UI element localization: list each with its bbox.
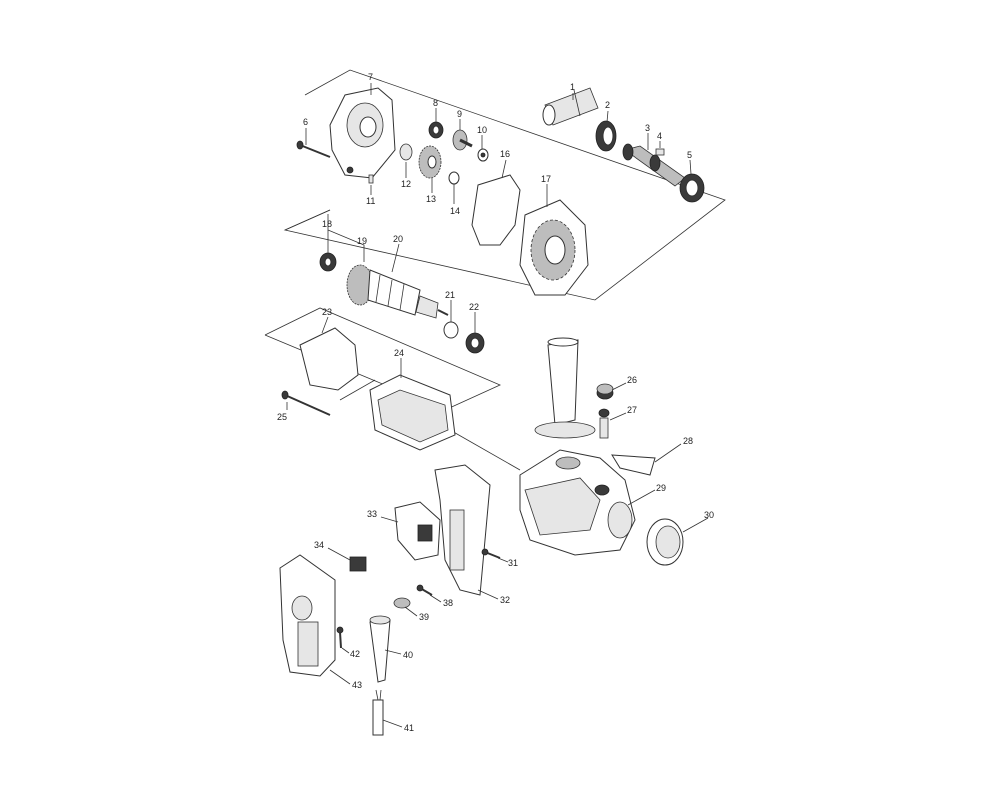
part-bearing-5: [679, 173, 705, 203]
part-key: [655, 148, 665, 156]
label-26: 26: [627, 375, 637, 385]
label-43: 43: [352, 680, 362, 690]
label-42: 42: [350, 649, 360, 659]
part-bearing-12: [399, 143, 413, 161]
label-38: 38: [443, 598, 453, 608]
label-19: 19: [357, 236, 367, 246]
label-41: 41: [404, 723, 414, 733]
part-screw-6: [296, 140, 331, 158]
label-32: 32: [500, 595, 510, 605]
label-12: 12: [401, 179, 411, 189]
label-2: 2: [605, 100, 610, 110]
part-motor-housing: [519, 449, 636, 556]
label-24: 24: [394, 348, 404, 358]
label-33: 33: [367, 509, 377, 519]
part-baffle-plate: [299, 327, 359, 391]
part-washer-21: [443, 321, 459, 339]
label-5: 5: [687, 150, 692, 160]
label-39: 39: [419, 612, 429, 622]
part-gasket: [471, 174, 521, 246]
label-9: 9: [457, 109, 462, 119]
label-22: 22: [469, 302, 479, 312]
part-switch: [394, 501, 441, 561]
part-washer-10: [477, 148, 489, 162]
part-cord-guard: [369, 615, 391, 683]
part-rear-cover: [646, 518, 684, 566]
part-brush-cap: [596, 383, 614, 400]
label-34: 34: [314, 540, 324, 550]
label-8: 8: [433, 98, 438, 108]
part-bearing-22: [465, 332, 485, 354]
label-18: 18: [322, 219, 332, 229]
label-10: 10: [477, 125, 487, 135]
part-gear-housing: [329, 87, 396, 179]
label-3: 3: [645, 123, 650, 133]
part-bearing-18: [319, 252, 337, 272]
part-ring-14: [448, 171, 460, 185]
label-16: 16: [500, 149, 510, 159]
part-ring: [595, 120, 617, 152]
part-screw-25: [281, 390, 331, 416]
part-screw-31: [481, 548, 501, 559]
label-21: 21: [445, 290, 455, 300]
part-field: [369, 374, 456, 451]
part-handle-set: [279, 554, 336, 677]
label-31: 31: [508, 558, 518, 568]
side-handle: [534, 337, 596, 439]
part-cord: [372, 689, 384, 736]
part-spindle: [622, 143, 686, 187]
part-bearing-8: [428, 121, 444, 139]
label-40: 40: [403, 650, 413, 660]
part-gear-13: [418, 145, 442, 179]
label-6: 6: [303, 117, 308, 127]
group-outlines: [264, 69, 726, 471]
part-pin: [368, 174, 374, 184]
part-name-plate: [611, 454, 656, 476]
label-29: 29: [656, 483, 666, 493]
part-handle-half: [434, 464, 491, 596]
label-11: 11: [366, 196, 375, 206]
part-gear-9: [452, 129, 473, 151]
label-1: 1: [570, 82, 575, 92]
label-25: 25: [277, 412, 287, 422]
part-suppressor: [349, 556, 367, 572]
label-13: 13: [426, 194, 436, 204]
label-23: 23: [322, 307, 332, 317]
part-strain-relief: [393, 597, 411, 609]
label-30: 30: [704, 510, 714, 520]
label-17: 17: [541, 174, 551, 184]
label-4: 4: [657, 131, 662, 141]
part-armature: [346, 264, 449, 319]
part-screw-42: [336, 626, 344, 649]
label-27: 27: [627, 405, 637, 415]
label-28: 28: [683, 436, 693, 446]
leader-lines: [286, 83, 709, 728]
part-bearing-box: [519, 199, 589, 296]
label-7: 7: [368, 72, 373, 82]
label-14: 14: [450, 206, 460, 216]
part-labels: 1 2 3 4 5 6 7 8 9 10 11 12 13 14 16 17 1…: [277, 72, 714, 733]
part-sleeve: [542, 87, 599, 126]
part-screw-38: [416, 584, 433, 596]
part-carbon-brush: [598, 408, 610, 439]
label-20: 20: [393, 234, 403, 244]
